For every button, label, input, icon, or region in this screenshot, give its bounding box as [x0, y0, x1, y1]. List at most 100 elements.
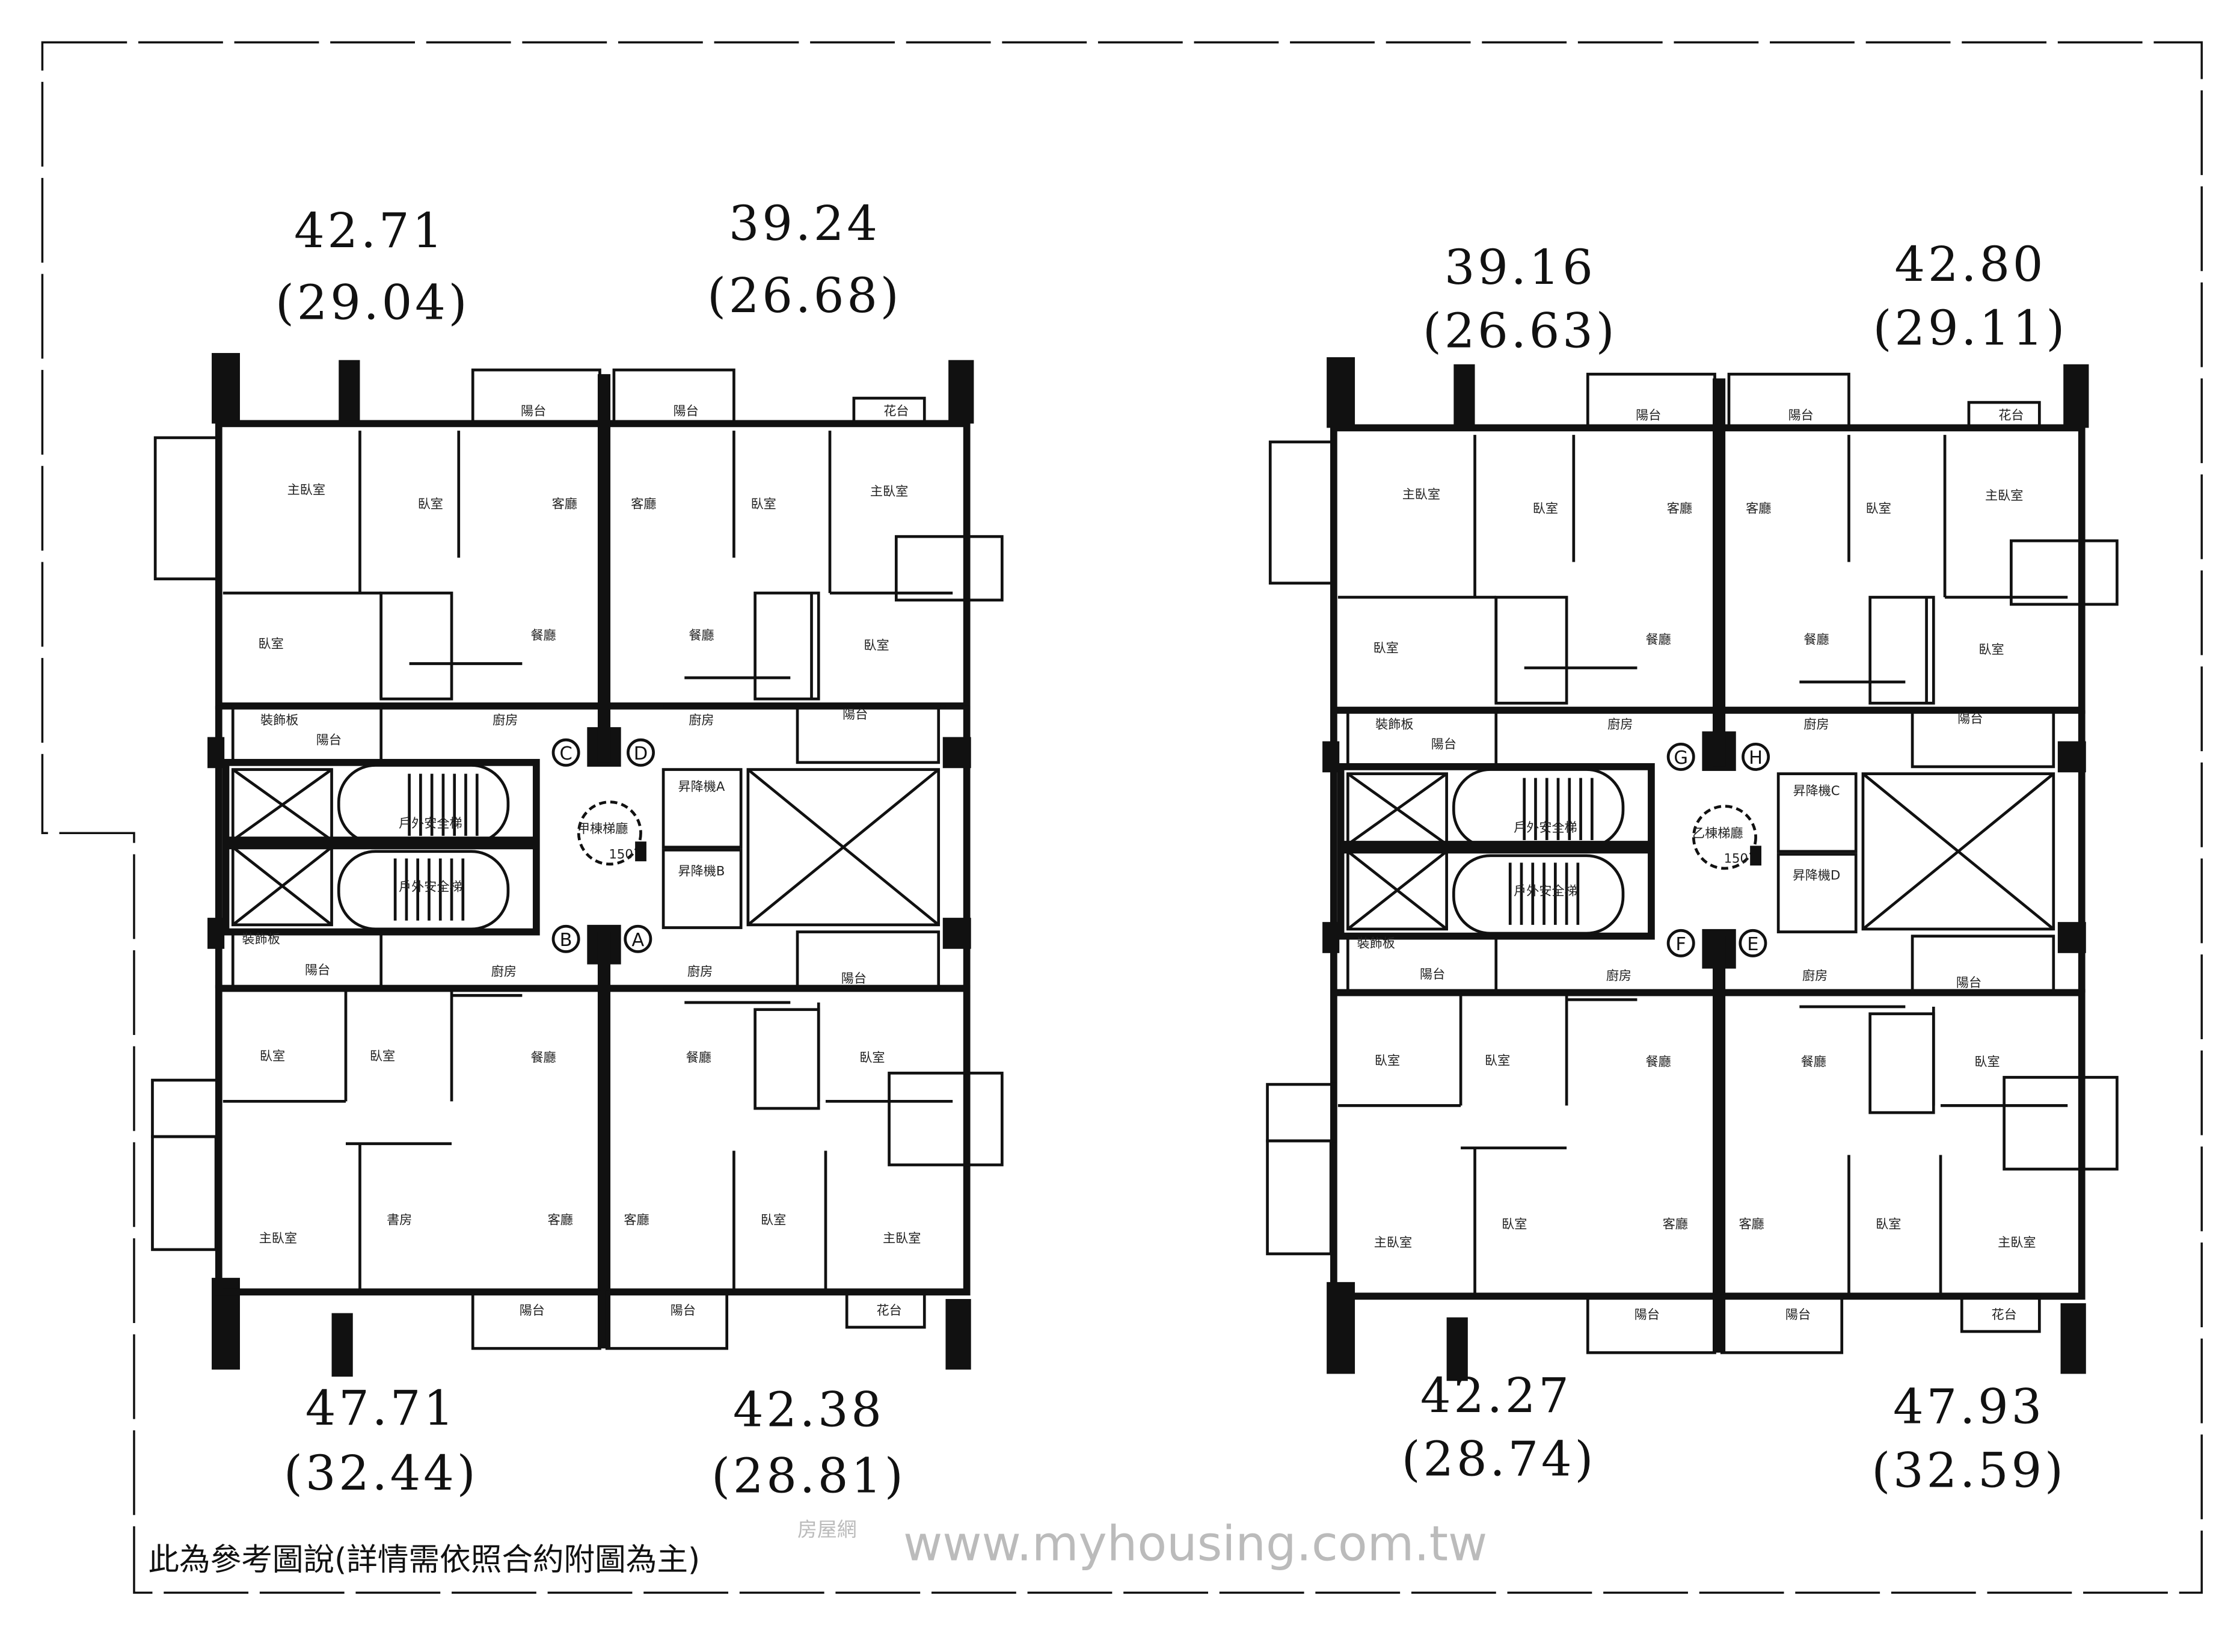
room-label-dining: 餐廳	[1803, 632, 1829, 647]
balcony	[471, 368, 601, 425]
unit-sub-area: (26.63)	[1423, 303, 1618, 359]
room-label-bedroom: 臥室	[761, 1212, 786, 1227]
room-label-kitchen: 廚房	[491, 963, 517, 978]
unit-sub-area: (28.74)	[1402, 1431, 1597, 1487]
planter	[852, 396, 926, 425]
shaft	[1861, 772, 2055, 931]
bathroom	[153, 436, 221, 580]
room-label-dining: 餐廳	[1801, 1054, 1826, 1069]
bathroom	[2003, 1076, 2119, 1171]
elevator-car	[661, 768, 743, 849]
balcony	[1727, 372, 1850, 429]
bathroom	[888, 1072, 1004, 1167]
unit-marker-circle	[1742, 742, 1770, 771]
balcony	[796, 704, 941, 764]
room-label-kitchen: 廚房	[1803, 716, 1829, 731]
unit-area: 42.71	[294, 203, 446, 259]
stairwell	[1452, 768, 1625, 849]
room-label-elevator-d: 昇降機D	[1793, 868, 1841, 883]
room-label-kitchen: 廚房	[1606, 968, 1631, 983]
room-label-decor-panel: 裝飾板	[1357, 935, 1395, 950]
balcony	[1911, 708, 2055, 769]
stairwell	[337, 764, 510, 845]
room-label-decor-panel: 裝飾板	[1375, 716, 1413, 731]
room-label-study: 書房	[387, 1212, 412, 1227]
unit-marker-circle	[551, 924, 580, 953]
bathroom	[894, 535, 1004, 602]
room-label-master-bedroom: 主臥室	[1402, 487, 1440, 502]
turning-radius-circle	[1692, 805, 1757, 870]
room-label-decor-panel: 裝飾板	[260, 712, 298, 727]
room-label-bedroom: 臥室	[1485, 1052, 1510, 1067]
unit-marker-circle	[1739, 929, 1767, 957]
room-label-living: 客廳	[1667, 500, 1692, 515]
elevator-car	[661, 849, 743, 929]
hatch	[635, 841, 646, 862]
room-label-stair: 戶外安全梯	[399, 815, 462, 831]
room-label-living: 客廳	[624, 1212, 649, 1227]
room-label-elevator-b: 昇降機B	[678, 864, 725, 879]
bathroom	[1266, 1082, 1337, 1143]
shaft-cross	[1862, 772, 2055, 930]
room-label-planter: 花台	[1992, 1307, 2017, 1322]
column	[945, 1299, 971, 1370]
disclaimer-text: 此為參考圖說(詳情需依照合約附圖為主)	[148, 1542, 700, 1578]
room-label-living: 客廳	[1663, 1217, 1688, 1232]
balcony	[796, 930, 941, 990]
unit-marker-circle	[627, 738, 655, 767]
room-label-dining: 餐廳	[689, 628, 714, 643]
room-label-turn-radius: 150	[1724, 851, 1748, 866]
room-label-decor-panel: 裝飾板	[242, 931, 280, 946]
unit-marker-e: E	[1747, 934, 1758, 955]
room-label-living: 客廳	[1739, 1217, 1764, 1232]
unit-marker-g: G	[1674, 748, 1688, 769]
column	[331, 1313, 353, 1377]
room-label-lobby-a: 甲棟梯廳	[577, 821, 628, 836]
room-label-balcony: 陽台	[1634, 1307, 1660, 1322]
room-label-balcony: 陽台	[843, 707, 868, 722]
bathroom	[1268, 440, 1336, 585]
unit-marker-h: H	[1749, 748, 1763, 769]
unit-sub-area: (32.59)	[1871, 1442, 2066, 1498]
room-label-lobby-b: 乙棟梯廳	[1692, 825, 1743, 840]
bathroom	[151, 1078, 222, 1138]
shaft-cross	[1346, 772, 1447, 846]
room-label-living: 客廳	[1746, 500, 1771, 515]
unit-marker-circle	[624, 924, 652, 953]
room-label-bedroom: 臥室	[1533, 500, 1558, 515]
planter	[845, 1290, 926, 1329]
room-label-bedroom: 臥室	[1374, 640, 1399, 656]
room-label-bedroom: 臥室	[1974, 1054, 2000, 1069]
room-label-bedroom: 臥室	[259, 636, 284, 651]
room-label-balcony: 陽台	[1785, 1307, 1811, 1322]
room-label-master-bedroom: 主臥室	[287, 482, 325, 497]
room-label-balcony: 陽台	[671, 1303, 696, 1318]
column	[1327, 357, 1355, 428]
column	[1446, 1317, 1468, 1381]
room-label-bedroom: 臥室	[859, 1050, 885, 1065]
lower-units-wall	[1330, 989, 2086, 1300]
watermark-brand: 房屋網	[797, 1517, 857, 1541]
unit-area: 42.38	[733, 1381, 885, 1437]
unit-marker-c: C	[559, 743, 572, 764]
room-label-balcony: 陽台	[1431, 736, 1456, 751]
unit-area: 42.27	[1420, 1368, 1572, 1423]
room-label-turn-radius: 150	[609, 846, 633, 861]
bathroom	[1494, 595, 1568, 705]
bathroom	[754, 591, 820, 701]
room-label-bedroom: 臥室	[1866, 500, 1891, 515]
balcony	[605, 1290, 729, 1350]
hatch	[1750, 846, 1761, 866]
room-label-kitchen: 廚房	[493, 712, 518, 727]
room-label-master-bedroom: 主臥室	[1998, 1235, 2036, 1250]
bathroom	[151, 1135, 218, 1251]
room-label-bedroom: 臥室	[1978, 642, 2004, 657]
room-label-dining: 餐廳	[530, 628, 556, 643]
balcony	[471, 1290, 601, 1350]
bathroom	[1868, 595, 1935, 705]
site-boundary	[41, 41, 2203, 1594]
bathroom	[754, 1008, 820, 1110]
room-label-master-bedroom: 主臥室	[1985, 488, 2023, 503]
